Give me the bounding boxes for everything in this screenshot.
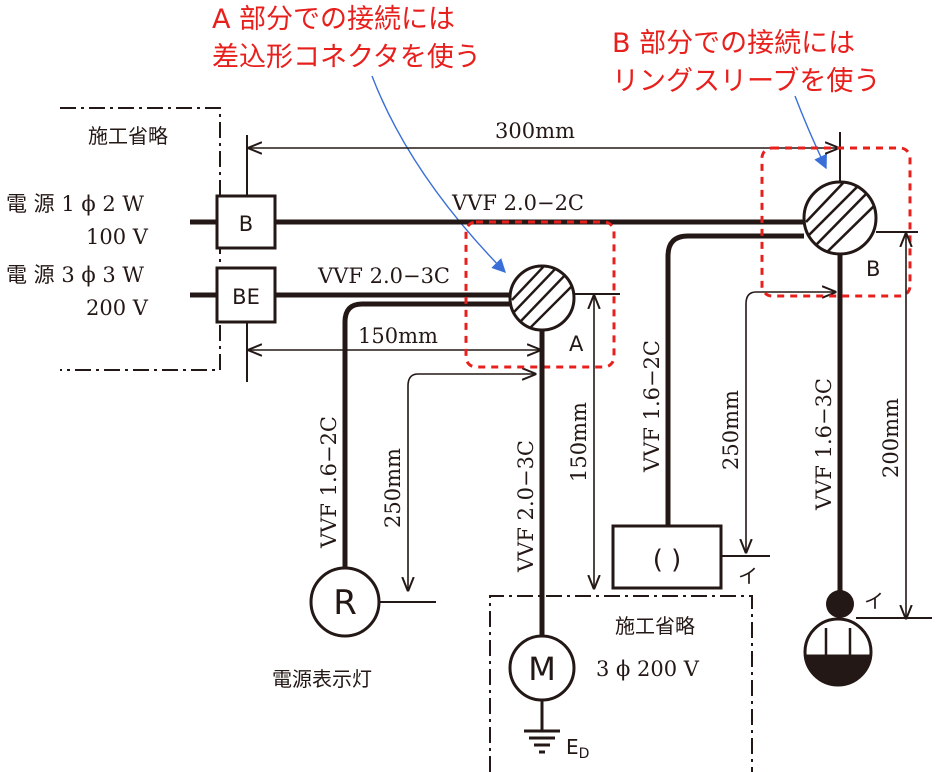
lamp-tag: イ	[864, 589, 884, 613]
note-a-line2: 差込形コネクタを使う	[212, 42, 481, 73]
junction-b-label: B	[866, 257, 880, 281]
switch-tag: イ	[738, 564, 758, 588]
source1-line2: 100 V	[86, 225, 149, 249]
source1-line1: 電 源 1 ϕ 2 W	[6, 192, 144, 216]
ground-symbol	[524, 700, 560, 754]
note-b-line1: B 部分での接続には	[612, 28, 855, 59]
note-b-arrow	[794, 95, 827, 170]
highlight-box-b	[760, 146, 912, 298]
dim-300-label: 300mm	[495, 119, 575, 143]
lamp-fixture	[803, 617, 873, 687]
motor-spec: 3 ϕ 200 V	[596, 657, 700, 681]
cable-top-label: VVF 2.0−2C	[451, 191, 584, 215]
source2-line1: 電 源 3 ϕ 3 W	[6, 263, 144, 287]
source2-line2: 200 V	[86, 296, 149, 320]
dim-250-right-label: 250mm	[719, 390, 743, 470]
pilot-lamp-circle	[309, 566, 381, 638]
cable-motor-label: VVF 2.0−3C	[514, 440, 538, 573]
note-b-line2: リングスリーブを使う	[612, 66, 880, 97]
junction-a-hatch	[511, 266, 574, 330]
note-a-arrow	[371, 75, 506, 274]
breaker-be-label: BE	[232, 285, 260, 309]
junction-a-label: A	[569, 332, 584, 356]
dim-150v-label: 150mm	[567, 402, 591, 482]
junction-b-hatch	[805, 182, 876, 254]
switch-symbol: ( )	[653, 545, 682, 575]
dim-250-right-line	[746, 292, 835, 552]
dim-150h-label: 150mm	[358, 324, 438, 348]
cable-lamp-label: VVF 1.6−3C	[812, 378, 836, 511]
breaker-be-box	[215, 266, 277, 324]
cable-mid-label: VVF 2.0−3C	[317, 264, 450, 288]
pilot-lamp-caption: 電源表示灯	[272, 667, 372, 691]
dim-200-label: 200mm	[879, 398, 903, 478]
motor-symbol: M	[528, 650, 556, 688]
dim-250-left-label: 250mm	[381, 448, 405, 528]
dim-250-left-line	[408, 374, 535, 590]
breaker-b-label: B	[239, 212, 253, 236]
omitted-region-bottom	[489, 595, 753, 772]
cable-switch-wire	[665, 233, 804, 526]
note-a-line1: A 部分での接続には	[212, 4, 455, 35]
ground-label: ED	[566, 735, 589, 762]
omitted-label-bottom: 施工省略	[615, 614, 695, 638]
omitted-label-top: 施工省略	[88, 124, 168, 148]
pilot-lamp-symbol: R	[333, 583, 357, 623]
cable-switch-label: VVF 1.6−2C	[640, 340, 664, 473]
junction-b-circle	[802, 180, 878, 256]
lamp-switch-dot	[826, 590, 854, 618]
cable-left-wire	[342, 301, 510, 568]
cable-left-label: VVF 1.6−2C	[317, 416, 341, 549]
breaker-b-box	[215, 194, 277, 250]
